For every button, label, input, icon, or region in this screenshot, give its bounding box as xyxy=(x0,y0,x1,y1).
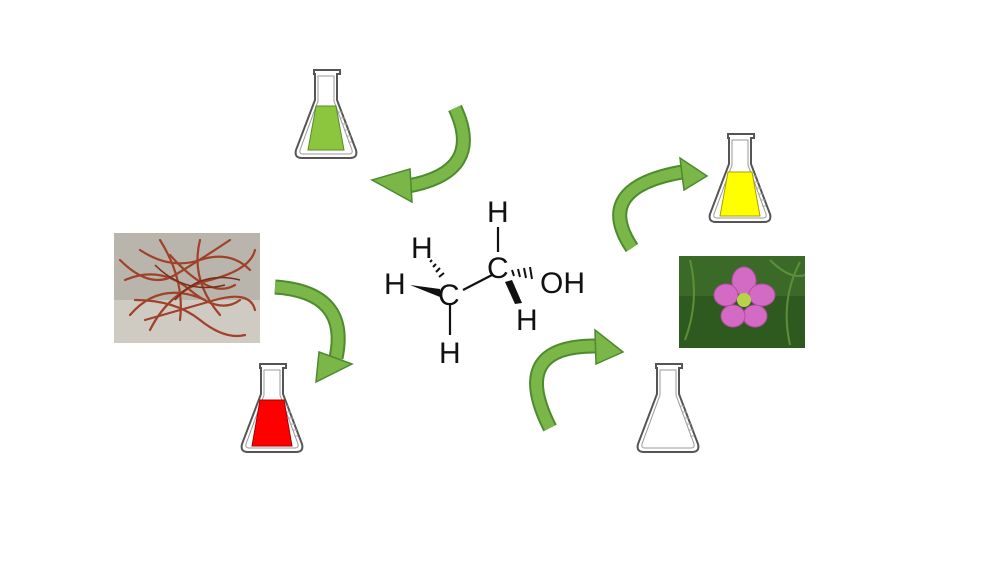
flask-red xyxy=(240,363,304,453)
atom-oh: OH xyxy=(540,267,585,300)
atom-c-left: C xyxy=(438,279,460,312)
ethanol-structure: H H H C C OH H H xyxy=(384,196,585,370)
atom-c-right: C xyxy=(487,252,509,285)
atom-h-left: H xyxy=(384,268,406,301)
yellow-liquid xyxy=(719,171,761,217)
pink-flower-photo xyxy=(679,256,806,348)
red-seaweed-photo xyxy=(114,233,260,343)
green-liquid xyxy=(307,105,345,151)
flask-yellow xyxy=(708,133,772,223)
flask-empty xyxy=(636,363,700,453)
arrow-to-green-flask xyxy=(370,104,471,204)
arrow-seaweed-to-red-flask xyxy=(274,279,354,384)
red-liquid xyxy=(251,399,293,447)
atom-h-bottom: H xyxy=(439,337,461,370)
atom-h-top: H xyxy=(487,196,509,229)
arrow-to-yellow-flask xyxy=(612,156,709,253)
atom-h-lower-right: H xyxy=(516,304,538,337)
arrow-to-empty-flask xyxy=(529,328,625,432)
flask-green xyxy=(294,69,358,159)
atom-h-upper-left: H xyxy=(411,232,433,265)
